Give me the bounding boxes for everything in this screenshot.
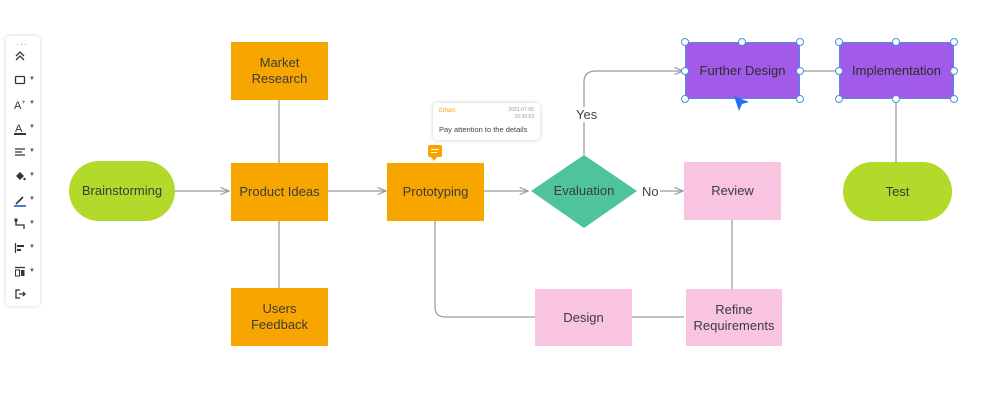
text-align-icon[interactable]: ▼ xyxy=(14,144,36,160)
collapse-icon[interactable] xyxy=(14,48,36,64)
toolbar-drag-handle[interactable]: ··· xyxy=(16,39,28,49)
resize-handle[interactable] xyxy=(796,38,804,46)
edge-label-yes: Yes xyxy=(574,107,600,122)
rectangle-shape-icon[interactable]: ▼ xyxy=(14,72,36,88)
evaluation-diamond xyxy=(531,155,637,228)
resize-handle[interactable] xyxy=(950,95,958,103)
resize-handle[interactable] xyxy=(950,38,958,46)
node-implementation[interactable]: Implementation xyxy=(839,42,954,99)
node-users-feedback[interactable]: Users Feedback xyxy=(231,288,328,346)
connector-style-icon[interactable]: ▼ xyxy=(14,216,36,232)
node-test[interactable]: Test xyxy=(843,162,952,221)
exit-icon[interactable] xyxy=(14,286,36,302)
resize-handle[interactable] xyxy=(796,67,804,75)
resize-handle[interactable] xyxy=(950,67,958,75)
node-prototyping[interactable]: Prototyping xyxy=(387,163,484,221)
node-refine-requirements[interactable]: Refine Requirements xyxy=(686,289,782,346)
node-brainstorming[interactable]: Brainstorming xyxy=(69,161,175,221)
resize-handle[interactable] xyxy=(738,38,746,46)
comment-date: 2021-07-05 xyxy=(508,107,534,113)
node-product-ideas[interactable]: Product Ideas xyxy=(231,163,328,221)
resize-handle[interactable] xyxy=(835,95,843,103)
comment-icon[interactable] xyxy=(428,145,442,161)
svg-text:A: A xyxy=(15,123,23,135)
collaborator-cursor-icon xyxy=(734,96,749,111)
resize-handle[interactable] xyxy=(681,95,689,103)
node-evaluation-label[interactable]: Evaluation xyxy=(553,183,615,198)
resize-handle[interactable] xyxy=(892,95,900,103)
line-color-icon[interactable]: ▼ xyxy=(14,192,36,208)
node-market-research[interactable]: Market Research xyxy=(231,42,328,100)
resize-handle[interactable] xyxy=(796,95,804,103)
text-color-icon[interactable]: A▼ xyxy=(14,122,35,135)
selection-outline-further-design xyxy=(685,42,800,99)
resize-handle[interactable] xyxy=(835,38,843,46)
comment-author: Ethan: xyxy=(439,108,457,114)
svg-text:A: A xyxy=(14,100,22,110)
align-objects-icon[interactable]: ▼ xyxy=(14,240,36,256)
resize-handle[interactable] xyxy=(681,38,689,46)
resize-handle[interactable] xyxy=(681,67,689,75)
left-toolbar: ··· ▼ A+▼ A▼ ▼ ▼ ▼ ▼ ▼ ▼ xyxy=(6,36,40,306)
comment-text: Pay attention to the details xyxy=(439,125,528,134)
node-review[interactable]: Review xyxy=(684,162,781,220)
resize-handle[interactable] xyxy=(835,67,843,75)
font-size-icon[interactable]: A+▼ xyxy=(14,100,35,110)
fill-color-icon[interactable]: ▼ xyxy=(14,168,36,184)
selection-outline-implementation xyxy=(839,42,954,99)
distribute-icon[interactable]: ▼ xyxy=(14,264,36,280)
resize-handle[interactable] xyxy=(892,38,900,46)
node-further-design[interactable]: Further Design xyxy=(685,42,800,99)
node-design[interactable]: Design xyxy=(535,289,632,346)
svg-text:+: + xyxy=(22,100,26,106)
connector-evaluation-further-design xyxy=(583,71,683,155)
comment-time: 15:39:53 xyxy=(514,114,534,120)
edge-label-no: No xyxy=(641,184,660,199)
connector-design-prototyping xyxy=(434,221,535,318)
